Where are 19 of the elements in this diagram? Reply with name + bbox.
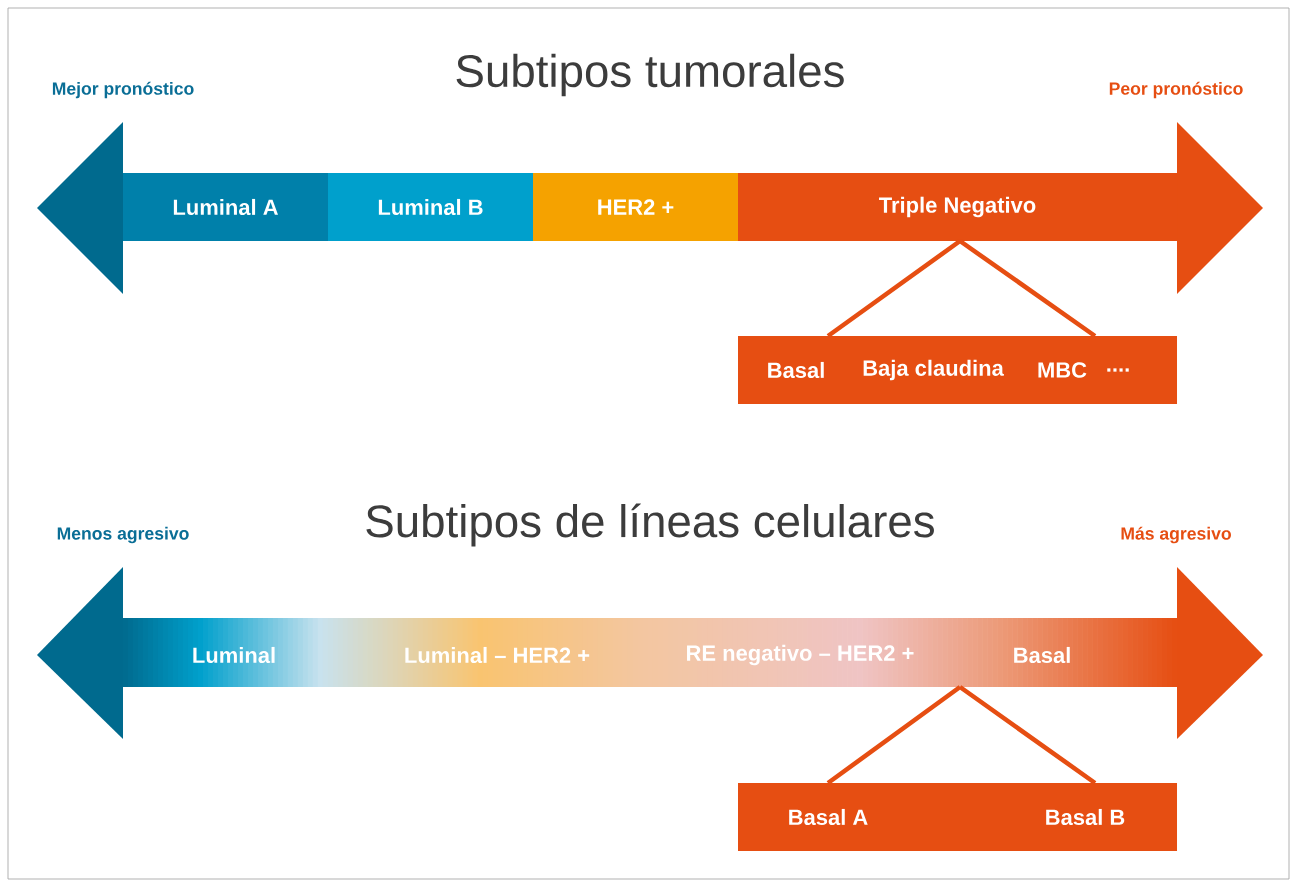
segment-box: Luminal A: [123, 173, 328, 241]
bar-label: RE negativo – HER2 +: [687, 644, 914, 666]
connector-wedge: [825, 238, 1098, 339]
subtype-box: Basal A Basal B: [738, 783, 1177, 851]
segment-box: HER2 +: [533, 173, 738, 241]
end-label: Peor pronóstico: [1109, 81, 1243, 99]
gradient-bar: [123, 618, 1178, 687]
bar-label: Basal: [1014, 646, 1070, 664]
bar-label: Luminal: [193, 646, 275, 664]
end-label: Menos agresivo: [57, 526, 189, 544]
node-label: Triple Negativo: [879, 196, 1036, 218]
end-label: Más agresivo: [1121, 526, 1231, 544]
segment-box: Luminal B: [328, 173, 533, 241]
subtype-box: Basal Baja claudina MBC ....: [738, 336, 1177, 404]
end-label: Mejor pronóstico: [52, 81, 194, 99]
bar-label: Luminal – HER2 +: [405, 646, 590, 664]
connector-wedge: [825, 684, 1098, 786]
section-title: Subtipos de líneas celulares: [366, 503, 934, 547]
section-title: Subtipos tumorales: [456, 53, 844, 97]
